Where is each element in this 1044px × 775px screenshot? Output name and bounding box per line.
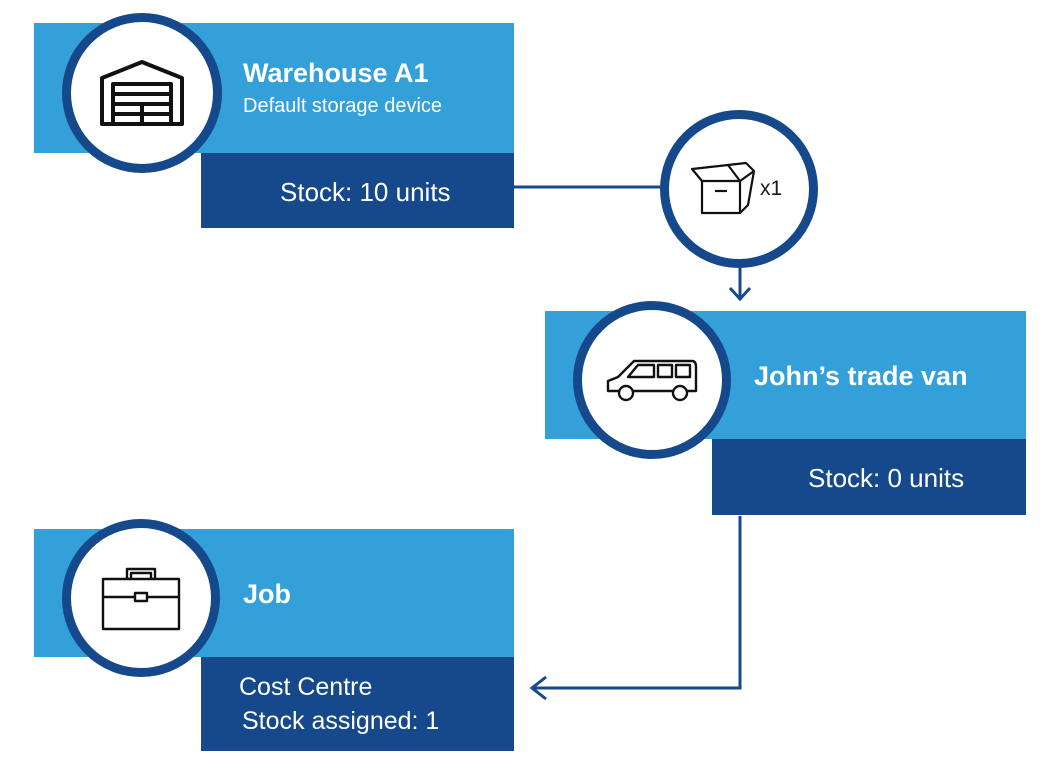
job-title: Job xyxy=(243,579,292,609)
box-icon xyxy=(690,161,756,215)
briefcase-icon xyxy=(101,567,181,631)
job-stock-panel xyxy=(201,657,514,751)
warehouse-title: Warehouse A1 xyxy=(243,58,429,88)
connector-van-job xyxy=(532,516,742,690)
warehouse-subtitle: Default storage device xyxy=(243,95,443,117)
arrow-down-icon xyxy=(728,286,752,302)
transfer-quantity: x1 xyxy=(760,177,783,200)
van-icon-circle xyxy=(573,301,731,459)
van-stock-panel xyxy=(712,439,1026,515)
job-cost-centre: Cost Centre xyxy=(239,673,373,701)
job-stock-assigned: Stock assigned: 1 xyxy=(242,707,440,735)
arrow-left-icon xyxy=(529,675,547,701)
van-stock: Stock: 0 units xyxy=(808,463,965,493)
warehouse-stock: Stock: 10 units xyxy=(280,177,451,207)
job-icon-circle xyxy=(62,519,220,677)
warehouse-stock-panel xyxy=(201,153,514,228)
warehouse-icon-circle xyxy=(62,13,222,173)
van-icon xyxy=(606,359,698,402)
van-title: John’s trade van xyxy=(754,361,968,391)
warehouse-icon xyxy=(100,60,184,126)
transfer-icon-circle xyxy=(660,110,818,268)
